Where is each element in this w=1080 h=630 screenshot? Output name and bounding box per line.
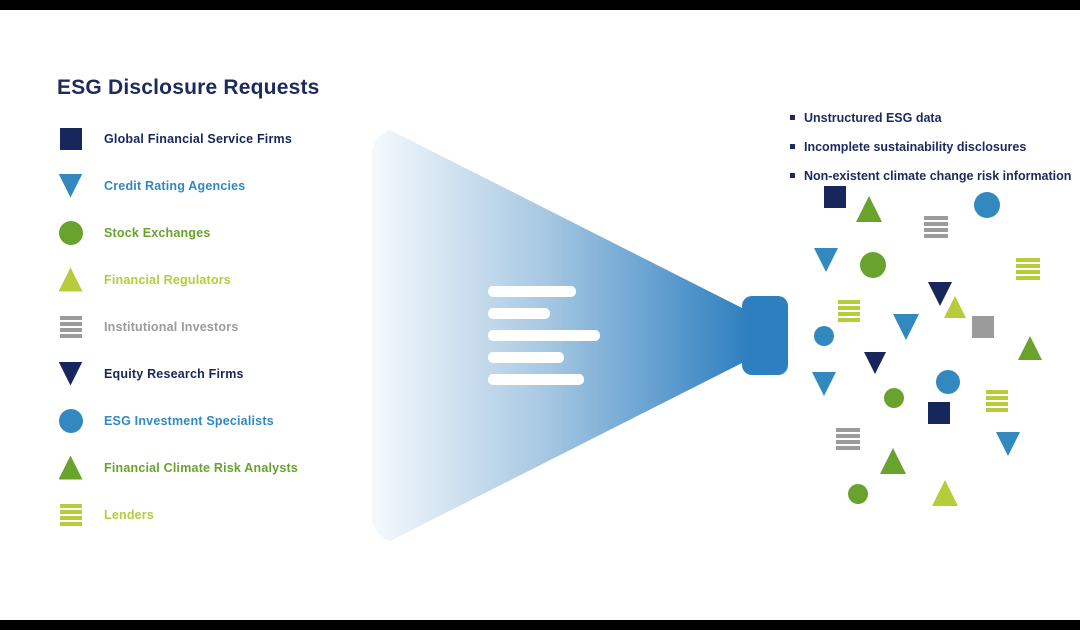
legend-item-0: Global Financial Service Firms — [57, 115, 298, 162]
page-title: ESG Disclosure Requests — [57, 76, 320, 99]
scatter-triangle-down-icon — [812, 372, 836, 396]
funnel-nozzle — [742, 296, 788, 375]
legend-item-8: Lenders — [57, 491, 298, 538]
scatter-triangle-up-icon — [944, 296, 966, 318]
legend-icon-wrap — [57, 267, 84, 292]
legend-item-label: Equity Research Firms — [104, 366, 244, 381]
diagram-canvas: ESG Disclosure Requests Global Financial… — [0, 10, 1080, 620]
scatter-triangle-up-icon — [932, 480, 958, 506]
legend-icon-wrap — [57, 361, 84, 386]
scatter-square-icon — [824, 186, 846, 208]
legend-circle-icon — [58, 408, 83, 433]
funnel-text-bar — [488, 352, 564, 363]
legend-item-4: Institutional Investors — [57, 303, 298, 350]
legend-icon-wrap — [57, 173, 84, 198]
scatter-triangle-up-icon — [856, 196, 882, 222]
legend-icon-wrap — [57, 455, 84, 480]
scatter-square-icon — [928, 402, 950, 424]
scatter-triangle-down-icon — [814, 248, 838, 272]
legend-item-2: Stock Exchanges — [57, 209, 298, 256]
scatter-square-icon — [836, 428, 860, 452]
legend-icon-wrap — [57, 315, 84, 338]
scatter-square-icon — [1016, 258, 1040, 282]
scatter-square-icon — [838, 300, 860, 322]
legend-icon-wrap — [57, 503, 84, 526]
legend-item-label: Credit Rating Agencies — [104, 178, 246, 193]
legend-item-label: Institutional Investors — [104, 319, 239, 334]
bullet-icon — [790, 115, 795, 120]
funnel-graphic — [370, 128, 790, 543]
bullet-icon — [790, 144, 795, 149]
output-item-label: Incomplete sustainability disclosures — [804, 139, 1027, 154]
legend-item-label: ESG Investment Specialists — [104, 413, 274, 428]
legend-item-1: Credit Rating Agencies — [57, 162, 298, 209]
scatter-square-icon — [986, 390, 1008, 412]
legend-item-5: Equity Research Firms — [57, 350, 298, 397]
legend-item-7: Financial Climate Risk Analysts — [57, 444, 298, 491]
legend-square-icon — [59, 503, 82, 526]
output-item-2: Non-existent climate change risk informa… — [790, 161, 1075, 190]
scatter-circle-icon — [974, 192, 1000, 218]
scatter-square-icon — [924, 216, 948, 240]
scatter-circle-icon — [884, 388, 904, 408]
scatter-circle-icon — [936, 370, 960, 394]
scatter-triangle-down-icon — [864, 352, 886, 374]
funnel-text-bar — [488, 286, 576, 297]
scatter-circle-icon — [848, 484, 868, 504]
scatter-field — [0, 10, 1080, 620]
scatter-circle-icon — [860, 252, 886, 278]
legend-square-icon — [59, 315, 82, 338]
legend-circle-icon — [58, 220, 83, 245]
output-item-label: Unstructured ESG data — [804, 110, 942, 125]
scatter-triangle-down-icon — [893, 314, 919, 340]
legend-item-label: Financial Regulators — [104, 272, 231, 287]
legend-item-label: Stock Exchanges — [104, 225, 211, 240]
legend-icon-wrap — [57, 220, 84, 245]
legend-icon-wrap — [57, 408, 84, 433]
output-item-1: Incomplete sustainability disclosures — [790, 132, 1075, 161]
output-item-0: Unstructured ESG data — [790, 103, 1075, 132]
funnel-text-bar — [488, 374, 584, 385]
legend-item-3: Financial Regulators — [57, 256, 298, 303]
legend-item-label: Lenders — [104, 507, 155, 522]
scatter-square-icon — [972, 316, 994, 338]
scatter-circle-icon — [814, 326, 834, 346]
scatter-triangle-down-icon — [928, 282, 952, 306]
scatter-triangle-down-icon — [996, 432, 1020, 456]
legend-item-6: ESG Investment Specialists — [57, 397, 298, 444]
legend-item-label: Global Financial Service Firms — [104, 131, 293, 146]
legend-item-label: Financial Climate Risk Analysts — [104, 460, 298, 475]
scatter-triangle-up-icon — [1018, 336, 1042, 360]
scatter-triangle-up-icon — [880, 448, 906, 474]
legend-square-icon — [59, 127, 82, 150]
funnel-text-bar — [488, 330, 600, 341]
output-item-label: Non-existent climate change risk informa… — [804, 168, 1072, 183]
legend-icon-wrap — [57, 127, 84, 150]
funnel-text-bar — [488, 308, 550, 319]
bullet-icon — [790, 173, 795, 178]
